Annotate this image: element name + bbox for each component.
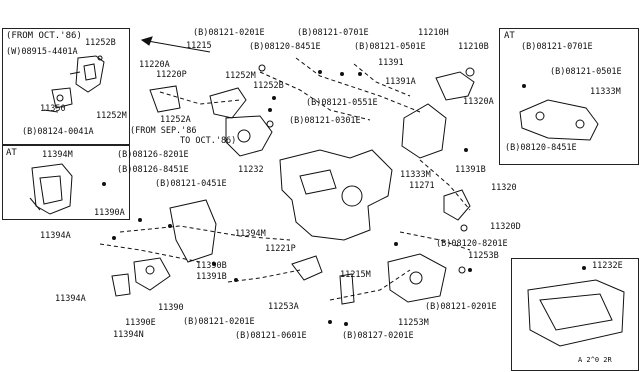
- label-08127-0201E: (B)08127-0201E: [342, 331, 414, 341]
- label-11252A: 11252A: [160, 115, 191, 125]
- label-11252M-a: 11252M: [96, 111, 127, 121]
- label-11390B: 11390B: [196, 261, 227, 271]
- insulator-11221P-icon: [291, 255, 323, 281]
- label-11271: 11271: [409, 181, 435, 191]
- label-11391: 11391: [378, 58, 404, 68]
- at-label-08120-8451E: (B)08120-8451E: [505, 143, 577, 153]
- label-11394M-a: 11394M: [42, 150, 73, 160]
- bracket-11253M-icon: [387, 253, 447, 303]
- label-11252M-b: 11252M: [225, 71, 256, 81]
- label-11390: 11390: [158, 303, 184, 313]
- label-11215: 11215: [186, 41, 212, 51]
- at-right-bracket-icon: [519, 99, 599, 141]
- at-right-panel-title: AT: [504, 31, 515, 41]
- label-11320A: 11320A: [463, 97, 494, 107]
- engine-block-icon: [279, 149, 393, 241]
- label-11394A-a: 11394A: [40, 231, 71, 241]
- label-08120-8451E-a: (B)08120-8451E: [249, 42, 321, 52]
- label-08121-0701E-a: (B)08121-0701E: [297, 28, 369, 38]
- label-11232E: 11232E: [592, 261, 623, 271]
- cover-11232E-icon: [527, 279, 625, 347]
- label-08121-0201E-c: (B)08121-0201E: [425, 302, 497, 312]
- bracket-11394M-icon: [169, 199, 217, 263]
- label-08121-0451E: (B)08121-0451E: [155, 179, 227, 189]
- at-left-panel: [2, 145, 130, 220]
- label-08121-0501E-a: (B)08121-0501E: [354, 42, 426, 52]
- label-11215M: 11215M: [340, 270, 371, 280]
- label-11220P: 11220P: [156, 70, 187, 80]
- footer-code: A 2^0 2R: [578, 356, 612, 364]
- label-11391B-b: 11391B: [196, 272, 227, 282]
- label-11390E: 11390E: [125, 318, 156, 328]
- label-11221P: 11221P: [265, 244, 296, 254]
- bracket-11252M-b-icon: [209, 87, 247, 119]
- label-11394N: 11394N: [113, 330, 144, 340]
- at-label-08121-0501E: (B)08121-0501E: [550, 67, 622, 77]
- top-left-panel-title: (FROM OCT.'86): [6, 31, 82, 41]
- label-11320D: 11320D: [490, 222, 521, 232]
- at-label-08121-0701E: (B)08121-0701E: [521, 42, 593, 52]
- label-11252B-b: 11252B: [253, 81, 284, 91]
- label-11394M-b: 11394M: [235, 229, 266, 239]
- at-right-panel: [499, 28, 639, 165]
- w-prefix: W: [11, 47, 17, 57]
- label-11350: 11350: [40, 104, 66, 114]
- note-from-sep-86: (FROM SEP.'86: [130, 126, 197, 136]
- mount-11232-icon: [225, 115, 273, 157]
- front-arrow-icon: [141, 39, 211, 53]
- label-08915-4401A: (W)08915-4401A: [6, 47, 78, 57]
- label-11390A: 11390A: [94, 208, 125, 218]
- label-11220A: 11220A: [139, 60, 170, 70]
- insulator-11390-icon: [133, 257, 171, 291]
- label-08121-0201E-a: (B)08121-0201E: [193, 28, 265, 38]
- label-08126-8201E: (B)08126-8201E: [117, 150, 189, 160]
- label-11391A: 11391A: [385, 77, 416, 87]
- label-11333M-a: 11333M: [400, 170, 431, 180]
- insulator-11210H-icon: [435, 71, 475, 101]
- label-08121-0301E: (B)08121-0301E: [289, 116, 361, 126]
- label-08121-0551E: (B)08121-0551E: [306, 98, 378, 108]
- at-label-11333M: 11333M: [590, 87, 621, 97]
- bracket-11215M-icon: [339, 273, 355, 305]
- bracket-11220A-icon: [149, 85, 181, 113]
- label-11394A-b: 11394A: [55, 294, 86, 304]
- label-11320: 11320: [491, 183, 517, 193]
- insulator-11350-icon: [51, 87, 73, 109]
- label-11210B: 11210B: [458, 42, 489, 52]
- label-08126-8451E: (B)08126-8451E: [117, 165, 189, 175]
- label-08121-0201E-b: (B)08121-0201E: [183, 317, 255, 327]
- label-11253M: 11253M: [398, 318, 429, 328]
- label-08121-0601E: (B)08121-0601E: [235, 331, 307, 341]
- label-08124-0041A: (B)08124-0041A: [22, 127, 94, 137]
- note-to-oct-86: TO OCT.'86): [180, 136, 237, 146]
- label-11253A: 11253A: [268, 302, 299, 312]
- at-left-mount-icon: [31, 163, 73, 215]
- insulator-11320-icon: [443, 189, 471, 221]
- bracket-11320A-icon: [401, 103, 447, 159]
- label-11232: 11232: [238, 165, 264, 175]
- bracket-11252M-icon: [75, 55, 105, 93]
- label-11253B: 11253B: [468, 251, 499, 261]
- top-left-panel: [2, 28, 130, 145]
- label-11210H: 11210H: [418, 28, 449, 38]
- label-08120-8201E: (B)08120-8201E: [436, 239, 508, 249]
- bottom-right-panel: [511, 258, 639, 371]
- at-left-panel-title: AT: [6, 148, 17, 158]
- label-11391B: 11391B: [455, 165, 486, 175]
- label-11252B: 11252B: [85, 38, 116, 48]
